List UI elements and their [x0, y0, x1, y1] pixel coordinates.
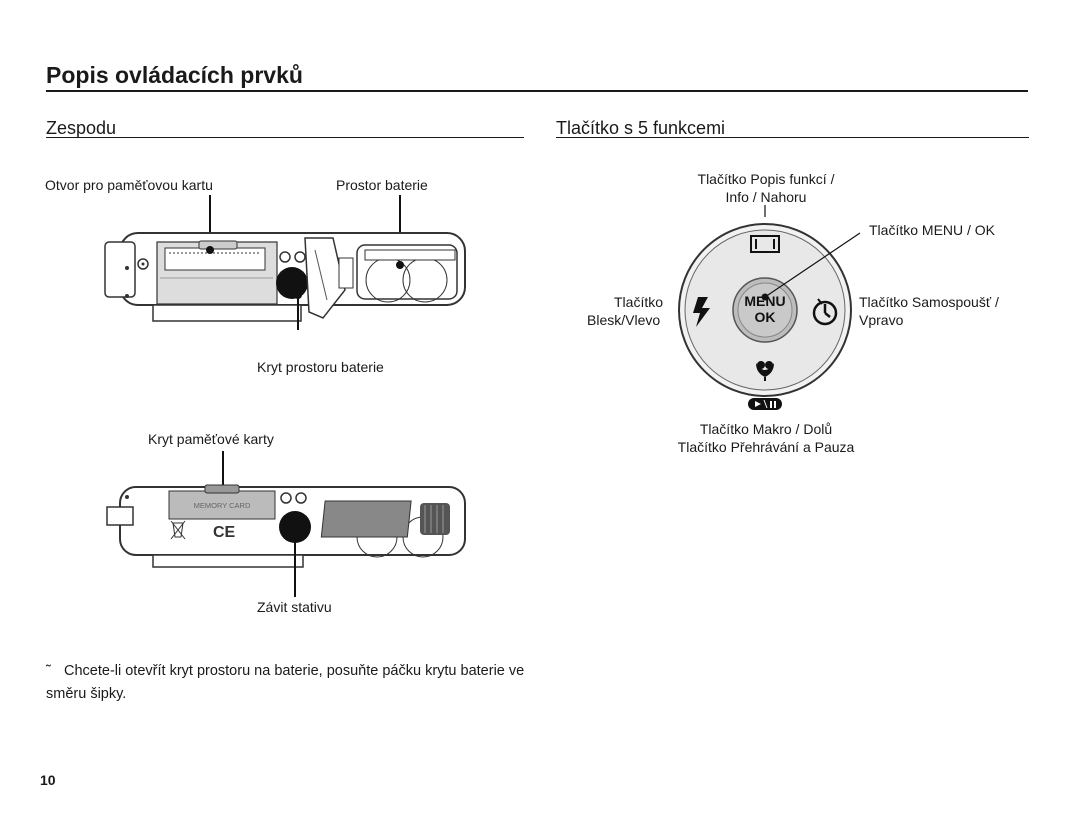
self-timer-icon	[812, 298, 838, 326]
label-tripod-socket: Závit stativu	[257, 599, 332, 615]
section-rule-five-function	[556, 137, 1029, 138]
five-function-dial-illustration: MENU OK	[678, 205, 861, 410]
label-up-line1: Tlačítko Popis funkcí /	[697, 171, 835, 187]
label-up-line2: Info / Nahoru	[725, 189, 807, 205]
label-right-line2: Vpravo	[859, 312, 904, 328]
note-text: Chcete-li otevřít kryt prostoru na bater…	[46, 663, 525, 702]
center-button-ok-text: OK	[755, 309, 776, 325]
section-heading-bottom: Zespodu	[46, 118, 117, 138]
info-icon	[750, 235, 780, 253]
label-right-line1: Tlačítko Samospoušť /	[859, 294, 999, 310]
label-battery-cover: Kryt prostoru baterie	[257, 359, 384, 375]
ce-mark: CE	[213, 524, 236, 541]
label-battery-chamber: Prostor baterie	[336, 177, 428, 193]
label-memory-slot: Otvor pro paměťovou kartu	[45, 177, 213, 193]
note: ˜Chcete-li otevřít kryt prostoru na bate…	[46, 660, 526, 706]
center-button-menu-text: MENU	[744, 293, 785, 309]
section-heading-five-function: Tlačítko s 5 funkcemi	[556, 118, 726, 138]
macro-icon	[756, 361, 774, 381]
label-left-line2: Blesk/Vlevo	[587, 312, 661, 328]
memory-card-print: MEMORY CARD	[194, 501, 251, 510]
note-bullet: ˜	[46, 663, 51, 679]
flash-icon	[693, 297, 710, 327]
camera-bottom-open-illustration	[104, 195, 466, 330]
label-down-line2: Tlačítko Přehrávání a Pauza	[677, 439, 855, 455]
label-down-line1: Tlačítko Makro / Dolů	[699, 421, 833, 437]
title-rule	[46, 90, 1028, 92]
section-rule-bottom	[46, 137, 524, 138]
label-menu-ok: Tlačítko MENU / OK	[869, 222, 996, 238]
page-title: Popis ovládacích prvků	[46, 62, 303, 88]
label-left-line1: Tlačítko	[614, 294, 664, 310]
label-card-cover: Kryt paměťové karty	[148, 431, 274, 447]
page-number: 10	[40, 772, 56, 788]
play-pause-icon	[748, 398, 782, 410]
camera-bottom-closed-illustration: MEMORY CARD CE	[106, 451, 466, 597]
